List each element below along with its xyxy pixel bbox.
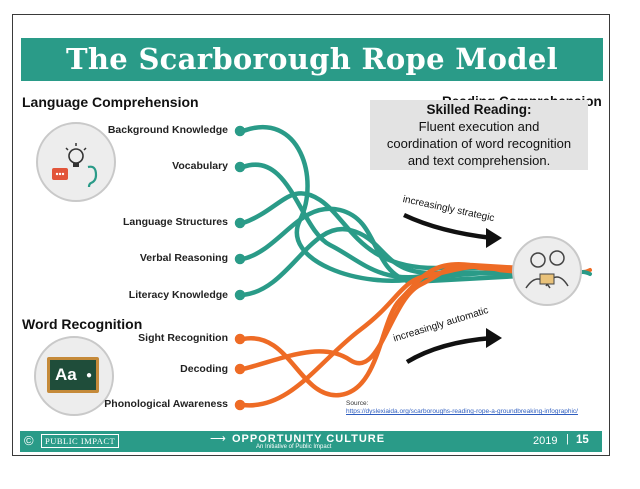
readers-icon	[512, 236, 582, 306]
word-recognition-icon: Aa ●	[34, 336, 114, 416]
slide-title: The Scarborough Rope Model	[21, 38, 603, 81]
strand-label: Vocabulary	[172, 160, 228, 172]
arrow-left-icon: ⟶	[210, 433, 226, 445]
divider: |	[566, 433, 569, 445]
language-comprehension-icon	[36, 122, 116, 202]
brand-tagline: An Initiative of Public Impact	[256, 444, 332, 450]
strand-label: Phonological Awareness	[104, 398, 228, 410]
skilled-reading-line: Fluent execution and	[418, 119, 540, 134]
opportunity-culture-brand: OPPORTUNITY CULTURE	[232, 433, 386, 445]
chalkboard-text: Aa	[55, 365, 77, 384]
footer-year: 2019	[533, 435, 558, 447]
skilled-reading-box: Skilled Reading: Fluent execution and co…	[370, 100, 588, 170]
source-link[interactable]: https://dyslexiaida.org/scarboroughs-rea…	[346, 408, 578, 415]
skilled-reading-line: and text comprehension.	[407, 153, 551, 168]
word-recognition-heading: Word Recognition	[22, 316, 143, 332]
copyright-symbol: ©	[24, 433, 34, 448]
strand-label: Verbal Reasoning	[139, 252, 228, 264]
page-number: 15	[576, 434, 589, 446]
skilled-reading-line: coordination of word recognition	[386, 136, 572, 151]
language-comprehension-heading: Language Comprehension	[22, 94, 199, 110]
strand-label: Language Structures	[122, 216, 228, 228]
strand-label: Background Knowledge	[107, 124, 228, 136]
automatic-arrow	[405, 335, 493, 364]
apple-icon: ●	[85, 370, 92, 381]
source-label: Source:	[346, 400, 369, 407]
chalkboard-icon: Aa ●	[47, 357, 99, 393]
strand-label: Sight Recognition	[138, 332, 228, 344]
skilled-reading-title: Skilled Reading:	[426, 102, 532, 117]
strategic-arrow	[403, 212, 493, 241]
public-impact-logo: PUBLIC IMPACT	[41, 434, 120, 448]
ear-icon	[87, 165, 98, 188]
strand-label: Literacy Knowledge	[128, 289, 228, 301]
strand-label: Decoding	[180, 363, 228, 375]
footer-bar: © PUBLIC IMPACT ⟶ OPPORTUNITY CULTURE An…	[20, 431, 602, 452]
